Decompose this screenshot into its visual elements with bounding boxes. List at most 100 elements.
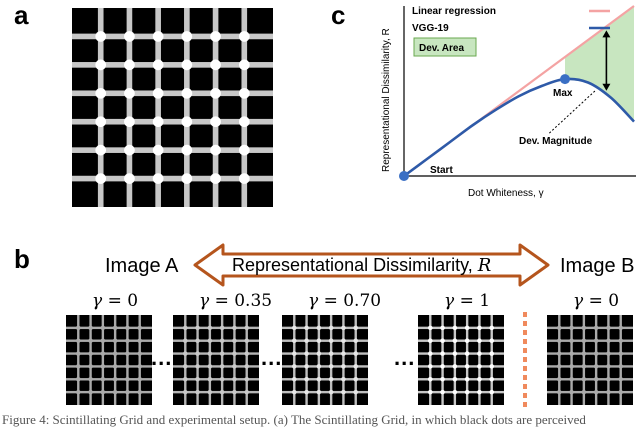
thumb-dot bbox=[328, 389, 334, 395]
thumb-hline bbox=[547, 326, 633, 330]
thumb-dot bbox=[207, 338, 213, 344]
thumb-dot bbox=[464, 376, 470, 382]
thumb-vline bbox=[220, 315, 224, 405]
thumb-dot bbox=[556, 338, 562, 344]
ellipsis: ... bbox=[394, 345, 416, 370]
thumb-dot bbox=[452, 364, 458, 369]
thumb-dot bbox=[328, 364, 334, 369]
thumb-dot bbox=[489, 364, 495, 369]
gamma-value: = 0 bbox=[102, 291, 139, 311]
thumb-vline bbox=[245, 315, 248, 405]
ellipsis: ... bbox=[151, 345, 173, 370]
thumb-hline bbox=[418, 326, 504, 330]
thumb-dot bbox=[489, 389, 495, 395]
thumb-vline bbox=[441, 315, 444, 405]
thumb-vline bbox=[77, 315, 80, 405]
big-grid-dot bbox=[152, 173, 164, 184]
thumb-vline bbox=[342, 315, 345, 405]
thumb-hline bbox=[66, 365, 152, 368]
thumb-dot bbox=[427, 389, 433, 395]
thumb-dot bbox=[291, 364, 297, 369]
thumb-dot bbox=[100, 325, 106, 331]
ellipsis: ... bbox=[261, 345, 283, 370]
thumb-dot bbox=[112, 364, 118, 369]
thumb-dot bbox=[464, 338, 470, 344]
thumb-dot bbox=[556, 389, 562, 395]
figure-caption: Figure 4: Scintillating Grid and experim… bbox=[2, 412, 586, 427]
big-grid-dot bbox=[124, 31, 135, 42]
thumb-vline bbox=[478, 315, 481, 405]
thumb-dot bbox=[304, 364, 309, 369]
thumb-dot bbox=[556, 325, 562, 331]
big-grid-dot bbox=[238, 144, 250, 156]
thumb-dot bbox=[88, 376, 93, 382]
thumb-hline bbox=[418, 390, 504, 394]
thumb-dot bbox=[137, 376, 143, 382]
thumb-dot bbox=[244, 351, 250, 356]
thumb-bg bbox=[547, 315, 633, 405]
thumb-dot bbox=[581, 325, 587, 331]
thumb-dot bbox=[112, 376, 118, 382]
thumb-dot bbox=[291, 338, 297, 344]
big-grid-dot bbox=[238, 116, 250, 128]
thumb-dot bbox=[100, 364, 106, 369]
thumb-hline bbox=[547, 378, 633, 381]
grid-thumbnail bbox=[66, 315, 152, 405]
thumb-dot bbox=[427, 325, 433, 331]
thumb-dot bbox=[341, 338, 346, 344]
thumb-dot bbox=[75, 325, 81, 331]
big-grid-dot bbox=[181, 173, 193, 184]
thumb-dot bbox=[464, 325, 470, 331]
thumb-hline bbox=[418, 365, 504, 368]
thumb-dot bbox=[207, 389, 213, 395]
big-grid-dot bbox=[238, 87, 250, 99]
thumb-dot bbox=[195, 338, 200, 344]
thumb-dot bbox=[112, 338, 118, 344]
thumb-dot bbox=[353, 389, 359, 395]
thumb-hline bbox=[173, 339, 259, 342]
thumb-dot bbox=[291, 376, 297, 382]
thumb-vline bbox=[558, 315, 561, 405]
thumb-dot bbox=[477, 351, 482, 356]
thumb-dot bbox=[477, 364, 482, 369]
thumb-dot bbox=[618, 325, 624, 331]
arrow-label: Representational Dissimilarity, R bbox=[232, 255, 491, 276]
thumb-dot bbox=[137, 364, 143, 369]
thumb-dot bbox=[341, 376, 346, 382]
thumb-dot bbox=[125, 338, 130, 344]
thumb-dot bbox=[219, 376, 225, 382]
thumb-hline bbox=[173, 326, 259, 330]
y-axis-label: Representational Dissimilarity, R bbox=[381, 28, 392, 172]
thumb-dot bbox=[569, 389, 574, 395]
thumb-dot bbox=[182, 351, 188, 356]
thumb-dot bbox=[489, 376, 495, 382]
thumb-vline bbox=[184, 315, 187, 405]
thumb-vline bbox=[329, 315, 333, 405]
thumb-dot bbox=[353, 325, 359, 331]
thumb-dot bbox=[452, 338, 458, 344]
big-grid-dot bbox=[210, 144, 221, 156]
thumb-dot bbox=[593, 351, 599, 356]
big-grid-dot bbox=[95, 173, 107, 184]
thumb-dot bbox=[232, 338, 237, 344]
big-grid-dot bbox=[181, 59, 193, 71]
thumb-dot bbox=[452, 325, 458, 331]
thumb-dot bbox=[569, 351, 574, 356]
thumb-dot bbox=[316, 389, 322, 395]
thumb-dot bbox=[304, 351, 309, 356]
big-grid-hline bbox=[72, 90, 273, 97]
thumb-dot bbox=[112, 389, 118, 395]
thumb-hline bbox=[547, 352, 633, 355]
thumb-dot bbox=[581, 364, 587, 369]
thumb-dot bbox=[489, 351, 495, 356]
thumb-dot bbox=[489, 325, 495, 331]
big-grid-vline bbox=[241, 8, 248, 207]
thumb-vline bbox=[89, 315, 92, 405]
big-grid-dot bbox=[95, 116, 107, 128]
big-grid-dot bbox=[124, 116, 135, 128]
thumb-dot bbox=[581, 351, 587, 356]
gamma-symbol: γ bbox=[92, 291, 103, 311]
thumb-vline bbox=[594, 315, 598, 405]
big-grid-vline bbox=[155, 8, 161, 207]
